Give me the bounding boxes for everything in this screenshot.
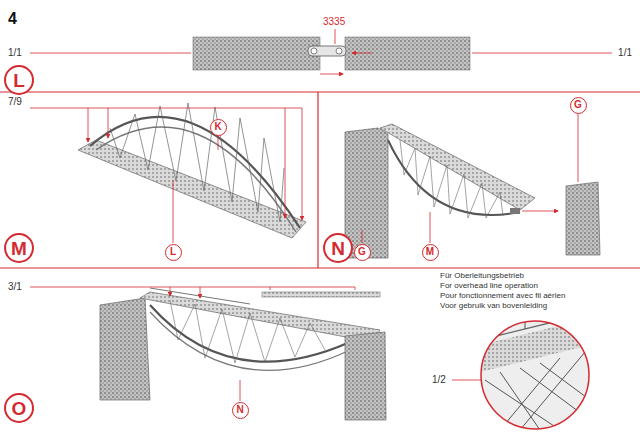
- quantity: 1/1: [8, 47, 22, 58]
- panel-divider: [0, 92, 640, 268]
- part-letter: N: [236, 405, 243, 415]
- step-circle: O: [4, 393, 34, 423]
- leader-line: [30, 29, 612, 74]
- part-letter: G: [358, 247, 366, 257]
- part-circle: K: [210, 119, 227, 136]
- quantity: 1/2: [432, 374, 446, 385]
- step-circle: M: [4, 233, 34, 263]
- finished-bridge: [100, 288, 386, 420]
- step-letter: M: [11, 239, 27, 258]
- step-letter: N: [331, 239, 345, 258]
- part-letter: K: [214, 122, 221, 132]
- part-letter: M: [426, 247, 434, 257]
- page-number: 4: [8, 10, 17, 28]
- part-letter: G: [574, 100, 582, 110]
- leader-line: [30, 287, 481, 401]
- quantity: 7/9: [8, 96, 22, 107]
- part-circle: G: [354, 244, 371, 261]
- leader-line: [30, 108, 302, 243]
- part-number: 3335: [323, 16, 345, 27]
- deck-section: [193, 37, 470, 70]
- truss-bridge: [78, 103, 306, 238]
- note-text: Voor gebruik van bovenleiding: [440, 302, 547, 311]
- part-circle: L: [165, 244, 182, 261]
- note-text: For overhead line operation: [440, 282, 538, 291]
- leader-line: [362, 114, 578, 243]
- bridge-on-piers: [345, 124, 600, 258]
- quantity: 1/1: [618, 47, 632, 58]
- step-circle: L: [4, 65, 34, 95]
- step-letter: O: [12, 399, 27, 418]
- part-circle: M: [422, 244, 439, 261]
- note-text: Pour fonctionnement avec fil aérien: [440, 292, 565, 301]
- quantity: 3/1: [8, 281, 22, 292]
- detail-magnifier: [480, 308, 590, 430]
- part-circle: N: [232, 402, 249, 419]
- note-text: Für Oberleitungsbetrieb: [440, 272, 524, 281]
- part-letter: L: [170, 247, 176, 257]
- part-circle: G: [570, 97, 587, 114]
- step-letter: L: [13, 71, 25, 90]
- step-circle: N: [323, 233, 353, 263]
